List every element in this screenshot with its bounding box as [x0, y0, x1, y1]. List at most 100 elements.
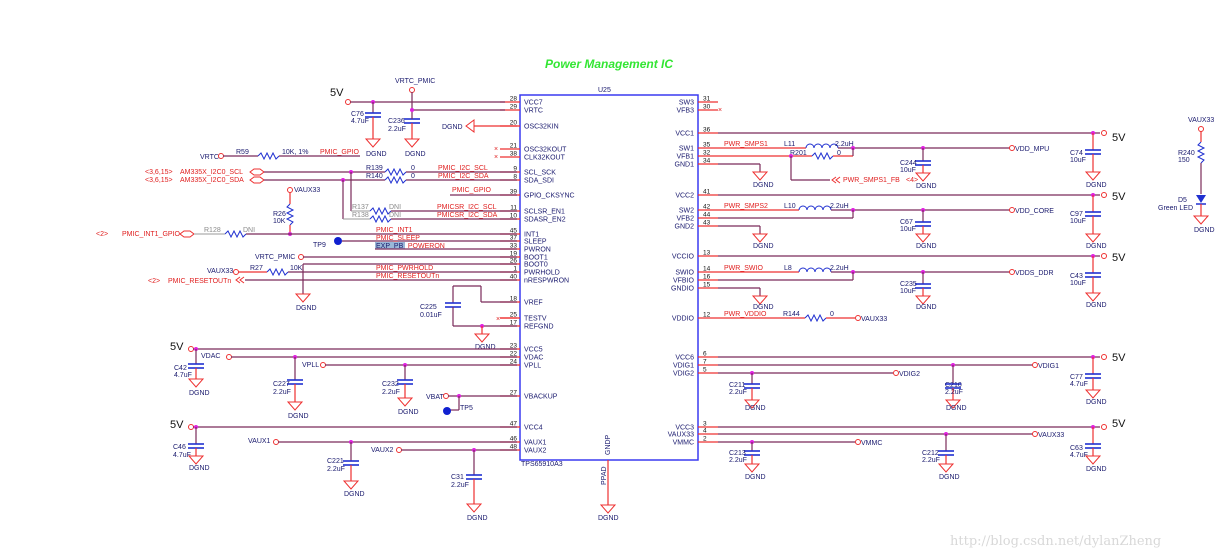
pin-number: 14 [703, 266, 711, 273]
r137-ref: R137 [352, 204, 369, 211]
pin-number: 46 [510, 436, 518, 443]
dgnd-label: DGND [1086, 399, 1107, 406]
c43-value: 10uF [1070, 280, 1086, 287]
pin-name: VCC3 [675, 425, 694, 432]
ground-icon [915, 233, 931, 243]
c77-ref: C77 [1070, 374, 1083, 381]
offpage-net-smps1-fb[interactable]: PWR_SMPS1_FB [843, 177, 900, 184]
pin-number: 21 [510, 143, 518, 150]
capacitor-c43 [1084, 272, 1102, 278]
dgnd-label: DGND [916, 243, 937, 250]
c63-ref: C63 [1070, 445, 1083, 452]
r201-ref: R201 [790, 150, 807, 157]
pin-name: REFGND [524, 324, 554, 331]
pin-name: PWRHOLD [524, 270, 560, 277]
testpoint-tp9[interactable] [334, 237, 342, 245]
resistor-r144 [804, 314, 827, 322]
dgnd-label: DGND [939, 474, 960, 481]
c211-ref: C211 [729, 382, 745, 389]
c221-ref: C221 [327, 458, 344, 465]
r59-value: 10K, 1% [282, 149, 308, 156]
c67-ref: C67 [900, 219, 913, 226]
pin-number: 42 [703, 204, 711, 211]
offpage-ref: <3,6,15> [145, 177, 173, 184]
vrtc-pmic-label: VRTC_PMIC [255, 254, 295, 261]
resistor-r27 [266, 268, 289, 276]
capacitor-c236 [403, 118, 421, 124]
resistor-r140 [384, 176, 407, 184]
inductor-l11 [805, 143, 839, 149]
r144-value: 0 [830, 311, 834, 318]
dgnd-label: DGND [1086, 466, 1107, 473]
offpage-net-i2c0-sda[interactable]: AM335X_I2C0_SDA [180, 177, 244, 184]
supply-5v-label: 5V [330, 87, 344, 99]
c227-value: 2.2uF [273, 389, 291, 396]
pin-number: 11 [510, 205, 517, 212]
dgnd-label: DGND [189, 390, 210, 397]
pin-number: 43 [703, 220, 711, 227]
c213-ref: C213 [729, 450, 746, 457]
supply-port-icon [345, 99, 351, 105]
ground-icon [600, 504, 616, 514]
vaux33-label: VAUX33 [1038, 432, 1064, 439]
dgnd-label: DGND [288, 413, 309, 420]
pin-name: SDASR_EN2 [524, 217, 566, 224]
pin-number: 13 [703, 250, 711, 257]
pin-name: VCC6 [675, 355, 694, 362]
pin-name: VDIG1 [673, 363, 694, 370]
vrtc-pmic-label: VRTC_PMIC [395, 78, 435, 85]
net-pmicsr-i2c-sda: PMICSR_I2C_SDA [437, 212, 498, 219]
ground-icon [287, 401, 303, 411]
c213-value: 2.2uF [729, 457, 747, 464]
pin-number: 37 [510, 235, 518, 242]
supply-5v-label: 5V [1112, 418, 1126, 430]
dgnd-label: DGND [296, 305, 317, 312]
offpage-net-int1-gpio[interactable]: PMIC_INT1_GPIO [122, 231, 181, 238]
c31-ref: C31 [451, 474, 464, 481]
vdig2-label: VDIG2 [899, 371, 920, 378]
pin-number: 1 [513, 266, 517, 273]
dgnd-label: DGND [1086, 243, 1107, 250]
testpoint-tp5[interactable] [443, 407, 451, 415]
ground-icon [1085, 455, 1101, 465]
pin-number: 40 [510, 274, 518, 281]
supply-5v-label: 5V [170, 419, 184, 431]
resistor-r240 [1197, 141, 1205, 164]
pin-number: 26 [510, 258, 518, 265]
no-connect-mark: × [494, 154, 498, 161]
pin-name: VFB2 [676, 216, 694, 223]
pin-number: 20 [510, 120, 518, 127]
offpage-net-resetoutn[interactable]: PMIC_RESETOUTn [168, 278, 231, 285]
dgnd-label: DGND [475, 344, 496, 351]
c46-value: 4.7uF [173, 452, 191, 459]
supply-5v-label: 5V [1112, 252, 1126, 264]
capacitor-c74 [1084, 149, 1102, 155]
ground-icon [404, 138, 420, 148]
dgnd-label: DGND [1086, 182, 1107, 189]
pin-name: VFB1 [676, 154, 694, 161]
pin-name: SW2 [679, 208, 694, 215]
pin-name: CLK32KOUT [524, 155, 566, 162]
pin-number: 39 [510, 189, 518, 196]
capacitor-c97 [1084, 211, 1102, 217]
pin-name: GND2 [675, 224, 695, 231]
pin-number: 4 [703, 428, 707, 435]
vaux33-label: VAUX33 [1188, 117, 1214, 124]
dgnd-label: DGND [745, 405, 766, 412]
c46-ref: C46 [173, 444, 186, 451]
c244-value: 10uF [900, 167, 916, 174]
c42-value: 4.7uF [174, 372, 192, 379]
offpage-net-i2c0-scl[interactable]: AM335X_I2C0_SCL [180, 169, 243, 176]
pin-number: 30 [703, 104, 711, 111]
r139-value: 0 [411, 165, 415, 172]
d5-ref: D5 [1178, 197, 1187, 204]
pin-number: 3 [703, 421, 707, 428]
pin-name: nRESPWRON [524, 278, 569, 285]
r26-value: 10K [273, 218, 286, 225]
